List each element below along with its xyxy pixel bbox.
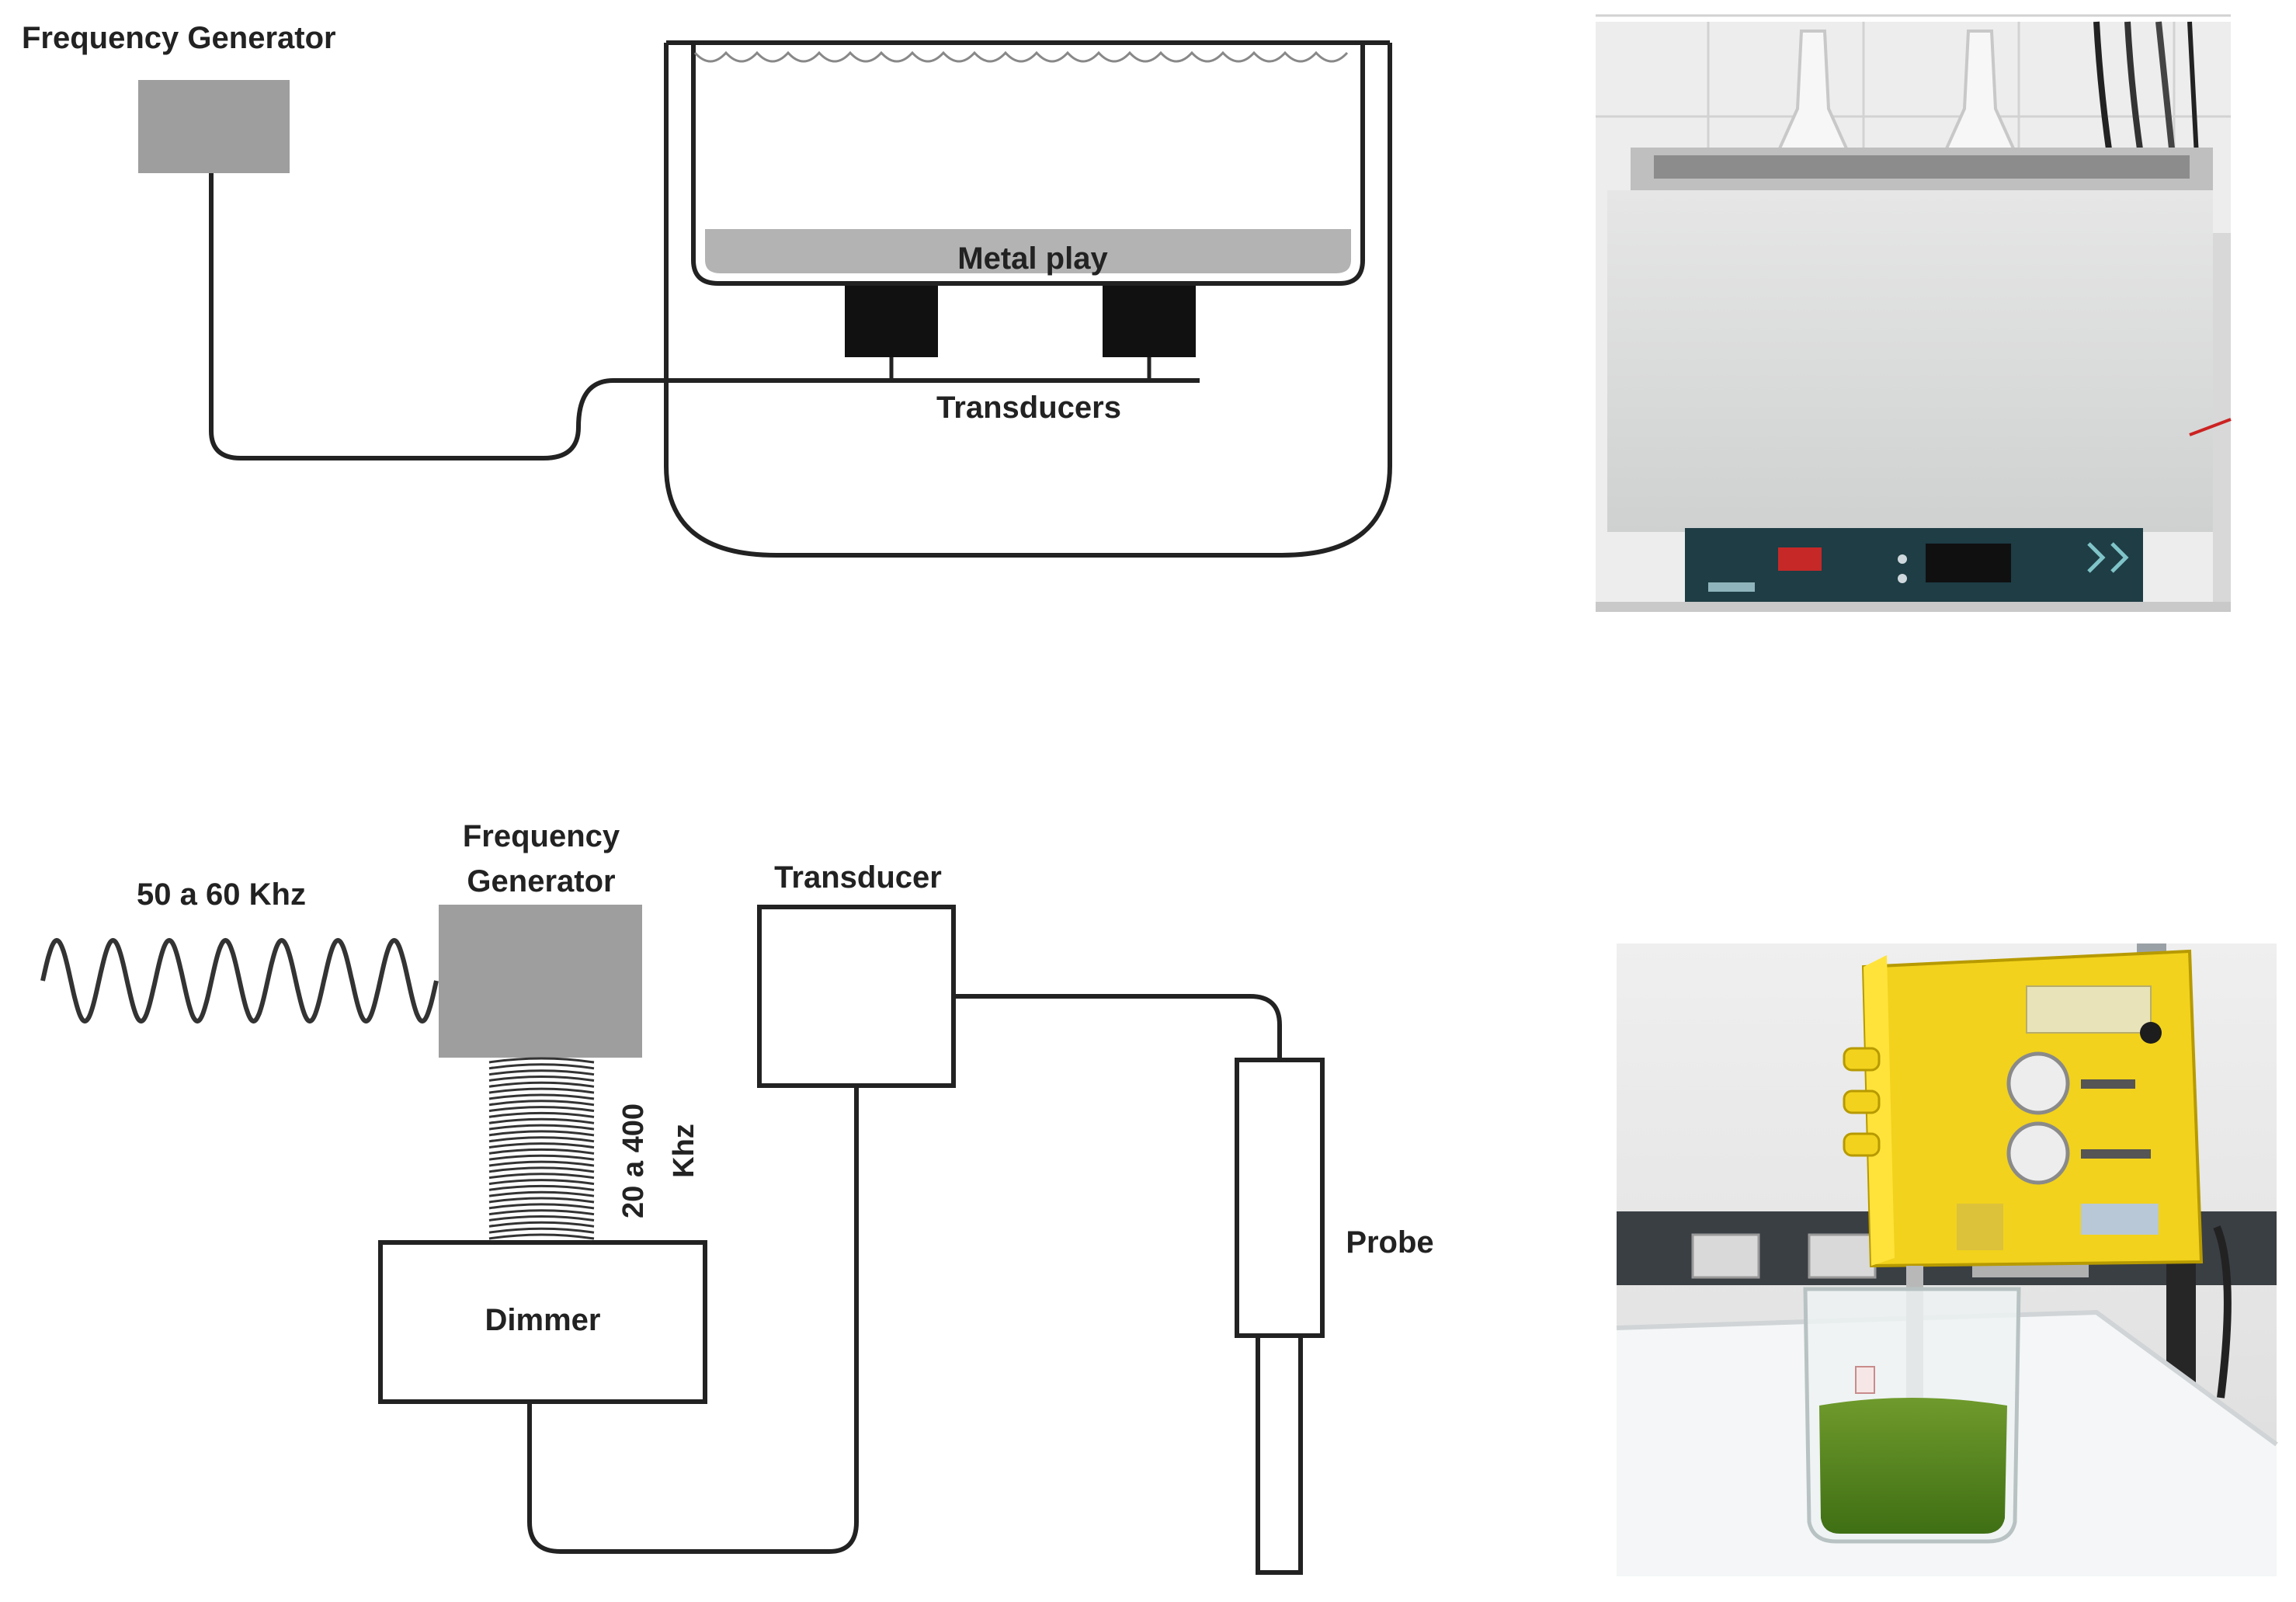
bath-transducers-label: Transducers: [936, 391, 1121, 425]
spring-coil: [488, 1142, 595, 1149]
bath-transducer-left: [845, 286, 938, 357]
probe-body: [1235, 1058, 1325, 1338]
probe-transducer-label: Transducer: [774, 860, 942, 895]
spring-coil: [488, 1063, 595, 1070]
probe-output-range-line1: 20 a 400: [617, 1103, 650, 1218]
probe-label: Probe: [1346, 1225, 1433, 1260]
bath-generator-cable: [209, 173, 1200, 460]
spring-coil: [488, 1136, 595, 1143]
probe-frequency-generator: [439, 905, 642, 1058]
spring-coil: [488, 1124, 595, 1131]
spring-coil: [488, 1160, 595, 1167]
probe-tip: [1256, 1333, 1303, 1575]
spring-coil: [488, 1130, 595, 1137]
spring-coil: [488, 1081, 595, 1088]
spring-coil: [488, 1179, 595, 1186]
bath-outer-tank: [664, 43, 1392, 558]
bath-frequency-generator: [138, 80, 290, 173]
probe-dimmer-box: [378, 1240, 707, 1404]
spring-coil: [488, 1111, 595, 1118]
probe-transducer-cable: [953, 994, 1282, 1060]
probe-dimmer-label: Dimmer: [485, 1303, 601, 1337]
bath-generator-label: Frequency Generator: [22, 21, 336, 55]
spring-coil: [488, 1233, 595, 1240]
spring-coil: [488, 1148, 595, 1155]
spring-coil: [488, 1190, 595, 1197]
probe-generator-label-line1: Frequency: [463, 819, 620, 853]
probe-input-wave-label: 50 a 60 Khz: [137, 877, 306, 912]
bath-transducer-right: [1103, 286, 1196, 357]
spring-coil: [488, 1173, 595, 1180]
spring-coil: [488, 1215, 595, 1221]
spring-coil: [488, 1106, 595, 1113]
spring-coil: [488, 1069, 595, 1076]
spring-coil: [488, 1203, 595, 1210]
spring-coil: [488, 1184, 595, 1191]
bath-plate-label: Metal play: [957, 242, 1108, 276]
spring-coil: [488, 1154, 595, 1161]
spring-coil: [488, 1227, 595, 1234]
probe-input-wave: [40, 937, 439, 1024]
ultrasonic-probe-photo-icon: [1616, 943, 2278, 1576]
spring-coil: [488, 1087, 595, 1094]
spring-coil: [488, 1166, 595, 1173]
spring-coil: [488, 1209, 595, 1216]
bath-diagram: Frequency Generator Metal play Transduce…: [22, 21, 1392, 558]
bath-inner-basket: [691, 43, 1365, 286]
spring-coil: [488, 1197, 595, 1204]
probe-generator-label-line2: Generator: [467, 864, 615, 898]
ultrasonic-bath-photo-icon: [1596, 14, 2232, 612]
probe-dimmer-cable: [527, 1086, 859, 1554]
bath-water-surface: [693, 50, 1349, 63]
spring-coil: [488, 1093, 595, 1100]
probe-diagram: 50 a 60 Khz Frequency Generator 20 a 400…: [40, 819, 1434, 1575]
spring-coil: [488, 1100, 595, 1107]
probe-transducer-box: [757, 905, 956, 1088]
spring-coil: [488, 1117, 595, 1124]
bath-metal-plate: [705, 229, 1351, 273]
probe-output-wave: [488, 1057, 595, 1240]
probe-output-range-line2: Khz: [668, 1124, 700, 1178]
spring-coil: [488, 1221, 595, 1228]
spring-coil: [488, 1076, 595, 1082]
spring-coil: [488, 1057, 595, 1064]
